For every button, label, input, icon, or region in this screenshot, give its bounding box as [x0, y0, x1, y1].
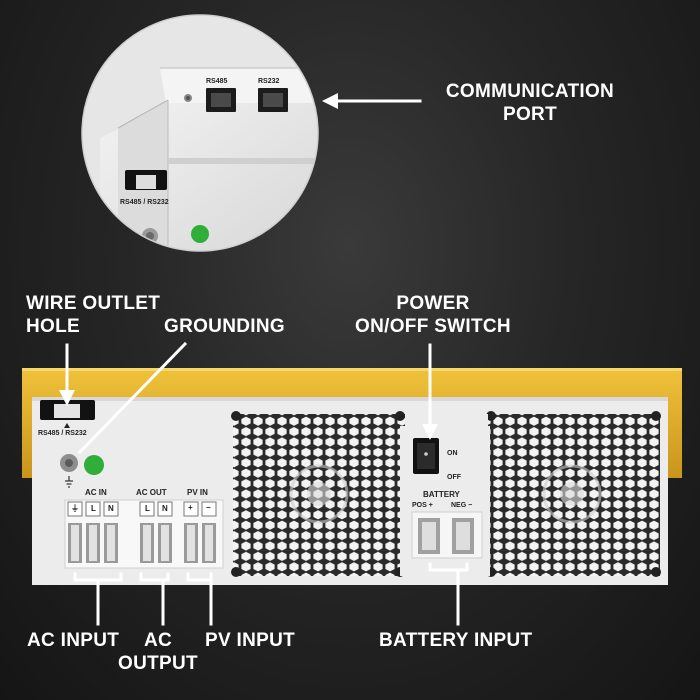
- zoom-port-rs232-label: RS232: [258, 78, 280, 85]
- switch-on-label: ON: [447, 450, 458, 457]
- battery-neg-label: NEG −: [451, 502, 473, 509]
- battery-title-label: BATTERY: [423, 490, 460, 499]
- ac-in-label: AC IN: [85, 488, 107, 497]
- switch-off-label: OFF: [447, 474, 461, 481]
- terminal-mark-ac-in-n: N: [108, 504, 114, 513]
- terminal-mark-ac-in-l: L: [91, 504, 96, 513]
- ac-out-label: AC OUT: [136, 488, 167, 497]
- terminal-mark-ac-out-l: L: [145, 504, 150, 513]
- zoom-outlet-label: RS485 / RS232: [120, 199, 169, 206]
- device-outlet-label: RS485 / RS232: [38, 430, 87, 437]
- label-ac-output: AC OUTPUT: [118, 630, 198, 674]
- terminal-mark-ac-out-n: N: [162, 504, 168, 513]
- pv-in-label: PV IN: [187, 488, 208, 497]
- terminal-mark-pv-minus: −: [206, 503, 211, 512]
- label-battery-input: BATTERY INPUT: [379, 630, 533, 651]
- zoom-port-rs485-label: RS485: [206, 78, 228, 85]
- battery-pos-label: POS +: [412, 502, 433, 509]
- terminal-mark-ground: ⏚: [71, 504, 79, 513]
- zoom-circle: [81, 14, 319, 252]
- label-ac-input: AC INPUT: [27, 630, 120, 651]
- label-pv-input: PV INPUT: [205, 630, 296, 651]
- label-communication-port: COMMUNICATION PORT: [445, 81, 615, 125]
- label-grounding: GROUNDING: [164, 316, 285, 337]
- label-power-switch: POWER ON/OFF SWITCH: [355, 293, 511, 337]
- label-wire-outlet-hole: WIRE OUTLET HOLE: [26, 293, 161, 337]
- terminal-mark-pv-plus: +: [188, 503, 193, 512]
